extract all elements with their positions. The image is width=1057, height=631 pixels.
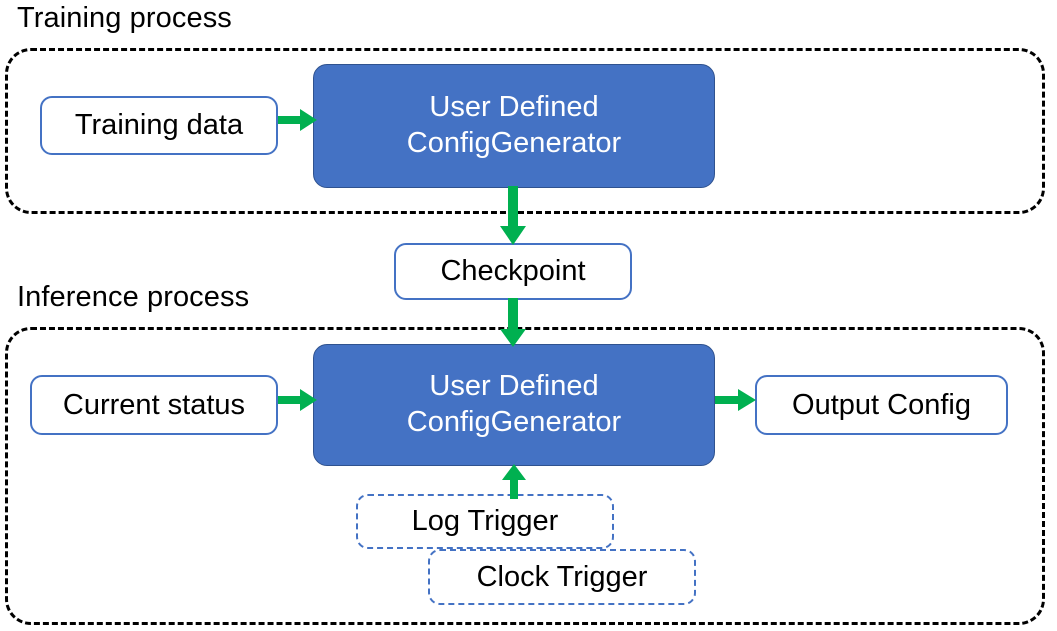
training-process-container (5, 48, 1045, 214)
node-user-defined-configgenerator-inference[interactable]: User Defined ConfigGenerator (313, 344, 715, 466)
arrow-triggers-to-generator (501, 464, 527, 500)
inference-process-container (5, 327, 1045, 625)
arrow-current-status-to-generator (278, 388, 318, 412)
node-checkpoint-label: Checkpoint (440, 255, 586, 287)
node-training-data-label: Training data (74, 109, 244, 141)
node-log-trigger[interactable]: Log Trigger (356, 494, 614, 549)
node-output-config-label: Output Config (792, 388, 971, 421)
generator-inference-label-line2: ConfigGenerator (406, 406, 622, 438)
node-output-config[interactable]: Output Config (755, 375, 1008, 435)
generator-training-label-line1: User Defined (429, 91, 599, 124)
inference-process-title: Inference process (17, 281, 250, 313)
generator-training-label-line2: ConfigGenerator (406, 127, 622, 159)
node-user-defined-configgenerator-training[interactable]: User Defined ConfigGenerator (313, 64, 715, 188)
node-checkpoint[interactable]: Checkpoint (394, 243, 632, 300)
arrow-generator-to-output-config (715, 388, 757, 412)
node-current-status-label: Current status (62, 388, 246, 421)
arrow-checkpoint-to-generator (499, 298, 527, 348)
node-current-status[interactable]: Current status (30, 375, 278, 435)
node-clock-trigger-label: Clock Trigger (476, 560, 648, 593)
node-training-data[interactable]: Training data (40, 96, 278, 155)
generator-inference-label-line1: User Defined (429, 370, 599, 403)
node-log-trigger-label: Log Trigger (411, 505, 559, 537)
training-process-title: Training process (17, 2, 232, 34)
arrow-generator-to-checkpoint (499, 186, 527, 246)
node-clock-trigger[interactable]: Clock Trigger (428, 549, 696, 605)
arrow-training-data-to-generator (278, 108, 318, 132)
